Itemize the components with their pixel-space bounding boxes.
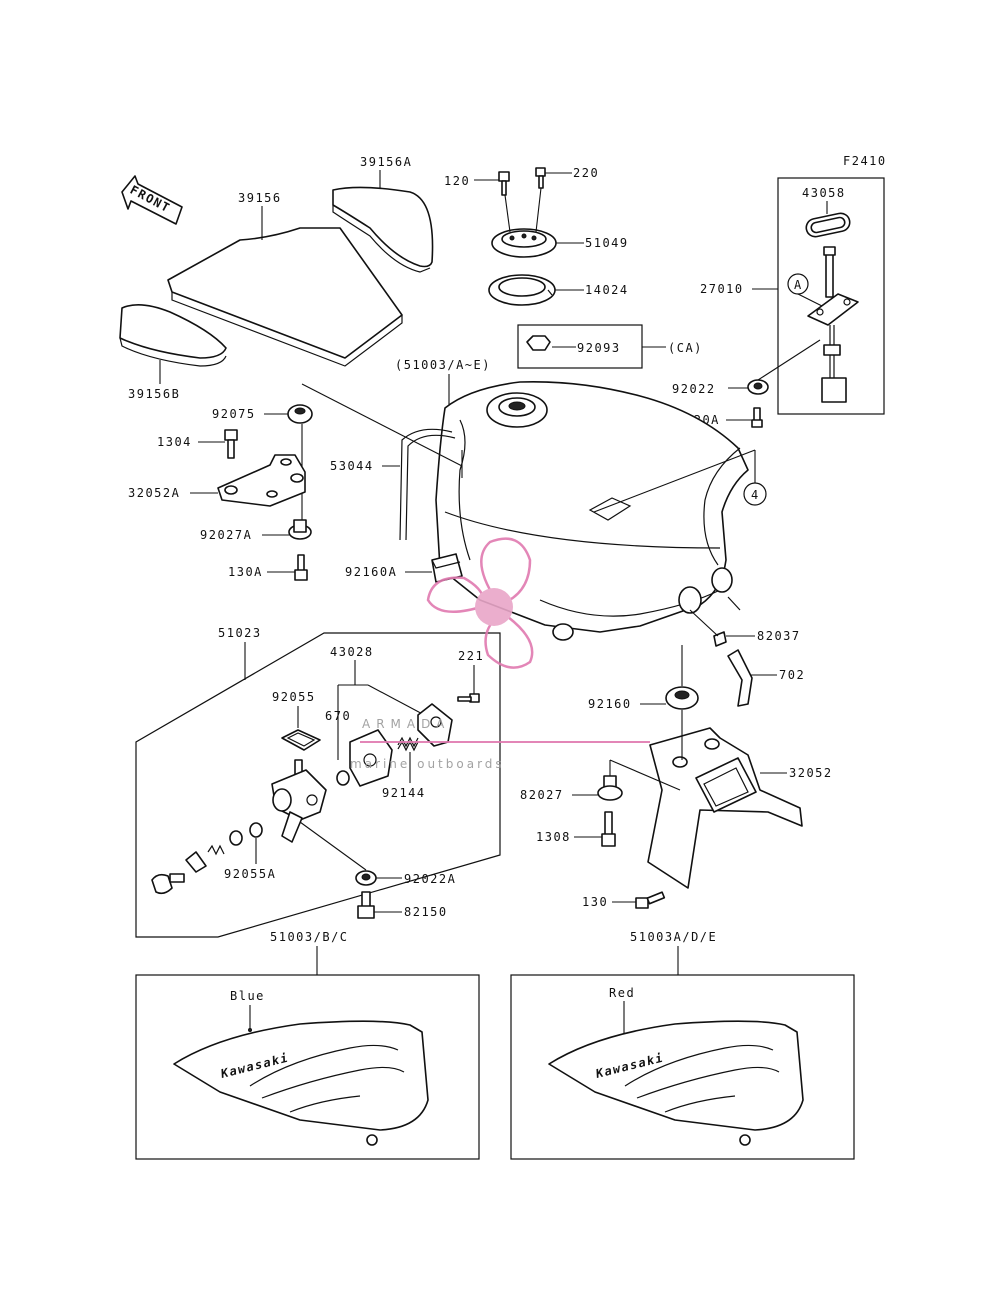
tank-decal-red (548, 1020, 804, 1146)
bolt-220A-icon (751, 407, 763, 428)
collar-92027A-icon (288, 519, 312, 540)
label-92160A: 92160A (345, 565, 397, 579)
damper-92160-icon (665, 686, 699, 710)
label-92055A: 92055A (224, 867, 276, 881)
seat-pad-39156 (167, 227, 403, 367)
label-92022: 92022 (672, 382, 716, 396)
svg-text:4: 4 (751, 488, 760, 502)
tap-knob-parts (151, 822, 263, 895)
label-51049: 51049 (585, 236, 629, 250)
screw-221-icon (457, 693, 480, 703)
label-ca: (CA) (668, 341, 703, 355)
label-120: 120 (444, 174, 470, 188)
watermark-subtitle: marine outboards (350, 757, 505, 771)
label-32052A: 32052A (128, 486, 180, 500)
label-39156: 39156 (238, 191, 282, 205)
bolt-130-icon (635, 891, 666, 909)
label-702: 702 (779, 668, 805, 682)
label-red: Red (609, 986, 635, 1000)
marker-4-icon: 4 (743, 482, 767, 506)
svg-text:A: A (794, 278, 803, 292)
seat-pad-39156B (119, 304, 227, 367)
label-92027A: 92027A (200, 528, 252, 542)
bracket-32052A (217, 454, 306, 507)
label-92093: 92093 (577, 341, 621, 355)
label-92022A: 92022A (404, 872, 456, 886)
bolt-1304-icon (224, 429, 238, 459)
watermark-logo: ARMADA marine outboards (350, 537, 650, 771)
collar-82027-icon (597, 775, 623, 801)
seat-pad-39156A (332, 186, 434, 273)
watermark-title: ARMADA (362, 717, 450, 731)
breather-hose-53044 (399, 428, 456, 541)
bolt-220-icon (535, 167, 546, 189)
label-43058: 43058 (802, 186, 846, 200)
label-130: 130 (582, 895, 608, 909)
label-27010: 27010 (700, 282, 744, 296)
fuel-tap-body (271, 759, 327, 843)
label-39156B: 39156B (128, 387, 180, 401)
gasket-14024 (488, 274, 556, 306)
label-1308: 1308 (536, 830, 571, 844)
propeller-icon (426, 537, 534, 669)
nut-92093-icon (526, 335, 551, 351)
label-39156A: 39156A (360, 155, 412, 169)
label-51003AE: (51003/A~E) (395, 358, 491, 372)
label-43028: 43028 (330, 645, 374, 659)
bracket-32052 (647, 727, 803, 889)
label-82150: 82150 (404, 905, 448, 919)
hose-702 (727, 649, 753, 707)
label-82037: 82037 (757, 629, 801, 643)
label-130A: 130A (228, 565, 263, 579)
label-92144: 92144 (382, 786, 426, 800)
bolt-120-icon (498, 171, 510, 196)
label-blue: Blue (230, 989, 265, 1003)
label-670: 670 (325, 709, 351, 723)
box-27010 (777, 177, 885, 415)
label-92055: 92055 (272, 690, 316, 704)
box-decal-red (510, 974, 855, 1160)
fuel-gauge-sender-27010 (807, 246, 859, 403)
label-51003BC: 51003/B/C (270, 930, 349, 944)
washer-92022A-icon (355, 870, 377, 886)
bolt-1308-icon (601, 811, 616, 847)
marker-a-icon: A (787, 273, 823, 307)
gasket-92055 (281, 729, 321, 751)
pad-92160A-icon (431, 553, 463, 583)
label-53044: 53044 (330, 459, 374, 473)
diaphragm-plate (349, 729, 393, 787)
front-arrow-icon: FRONT (121, 175, 183, 225)
label-51023: 51023 (218, 626, 262, 640)
label-92160: 92160 (588, 697, 632, 711)
bolt-130A-icon (294, 554, 308, 581)
damper-92075-icon (287, 404, 313, 424)
label-220: 220 (573, 166, 599, 180)
grommet-92022-icon (747, 379, 769, 395)
label-32052: 32052 (789, 766, 833, 780)
fuel-tank-51003 (435, 380, 749, 641)
box-decal-blue (135, 974, 480, 1160)
label-82027: 82027 (520, 788, 564, 802)
label-221: 221 (458, 649, 484, 663)
o-ring-670-icon (336, 770, 350, 786)
label-92075: 92075 (212, 407, 256, 421)
spring-92144-icon (397, 736, 419, 752)
label-14024: 14024 (585, 283, 629, 297)
label-51003ADE: 51003A/D/E (630, 930, 717, 944)
figure-code: F2410 (843, 154, 887, 168)
outline-51023 (135, 632, 501, 938)
tank-decal-blue (173, 1020, 429, 1146)
label-1304: 1304 (157, 435, 192, 449)
filler-cap-51049 (491, 228, 557, 258)
o-ring-43058 (805, 212, 851, 238)
